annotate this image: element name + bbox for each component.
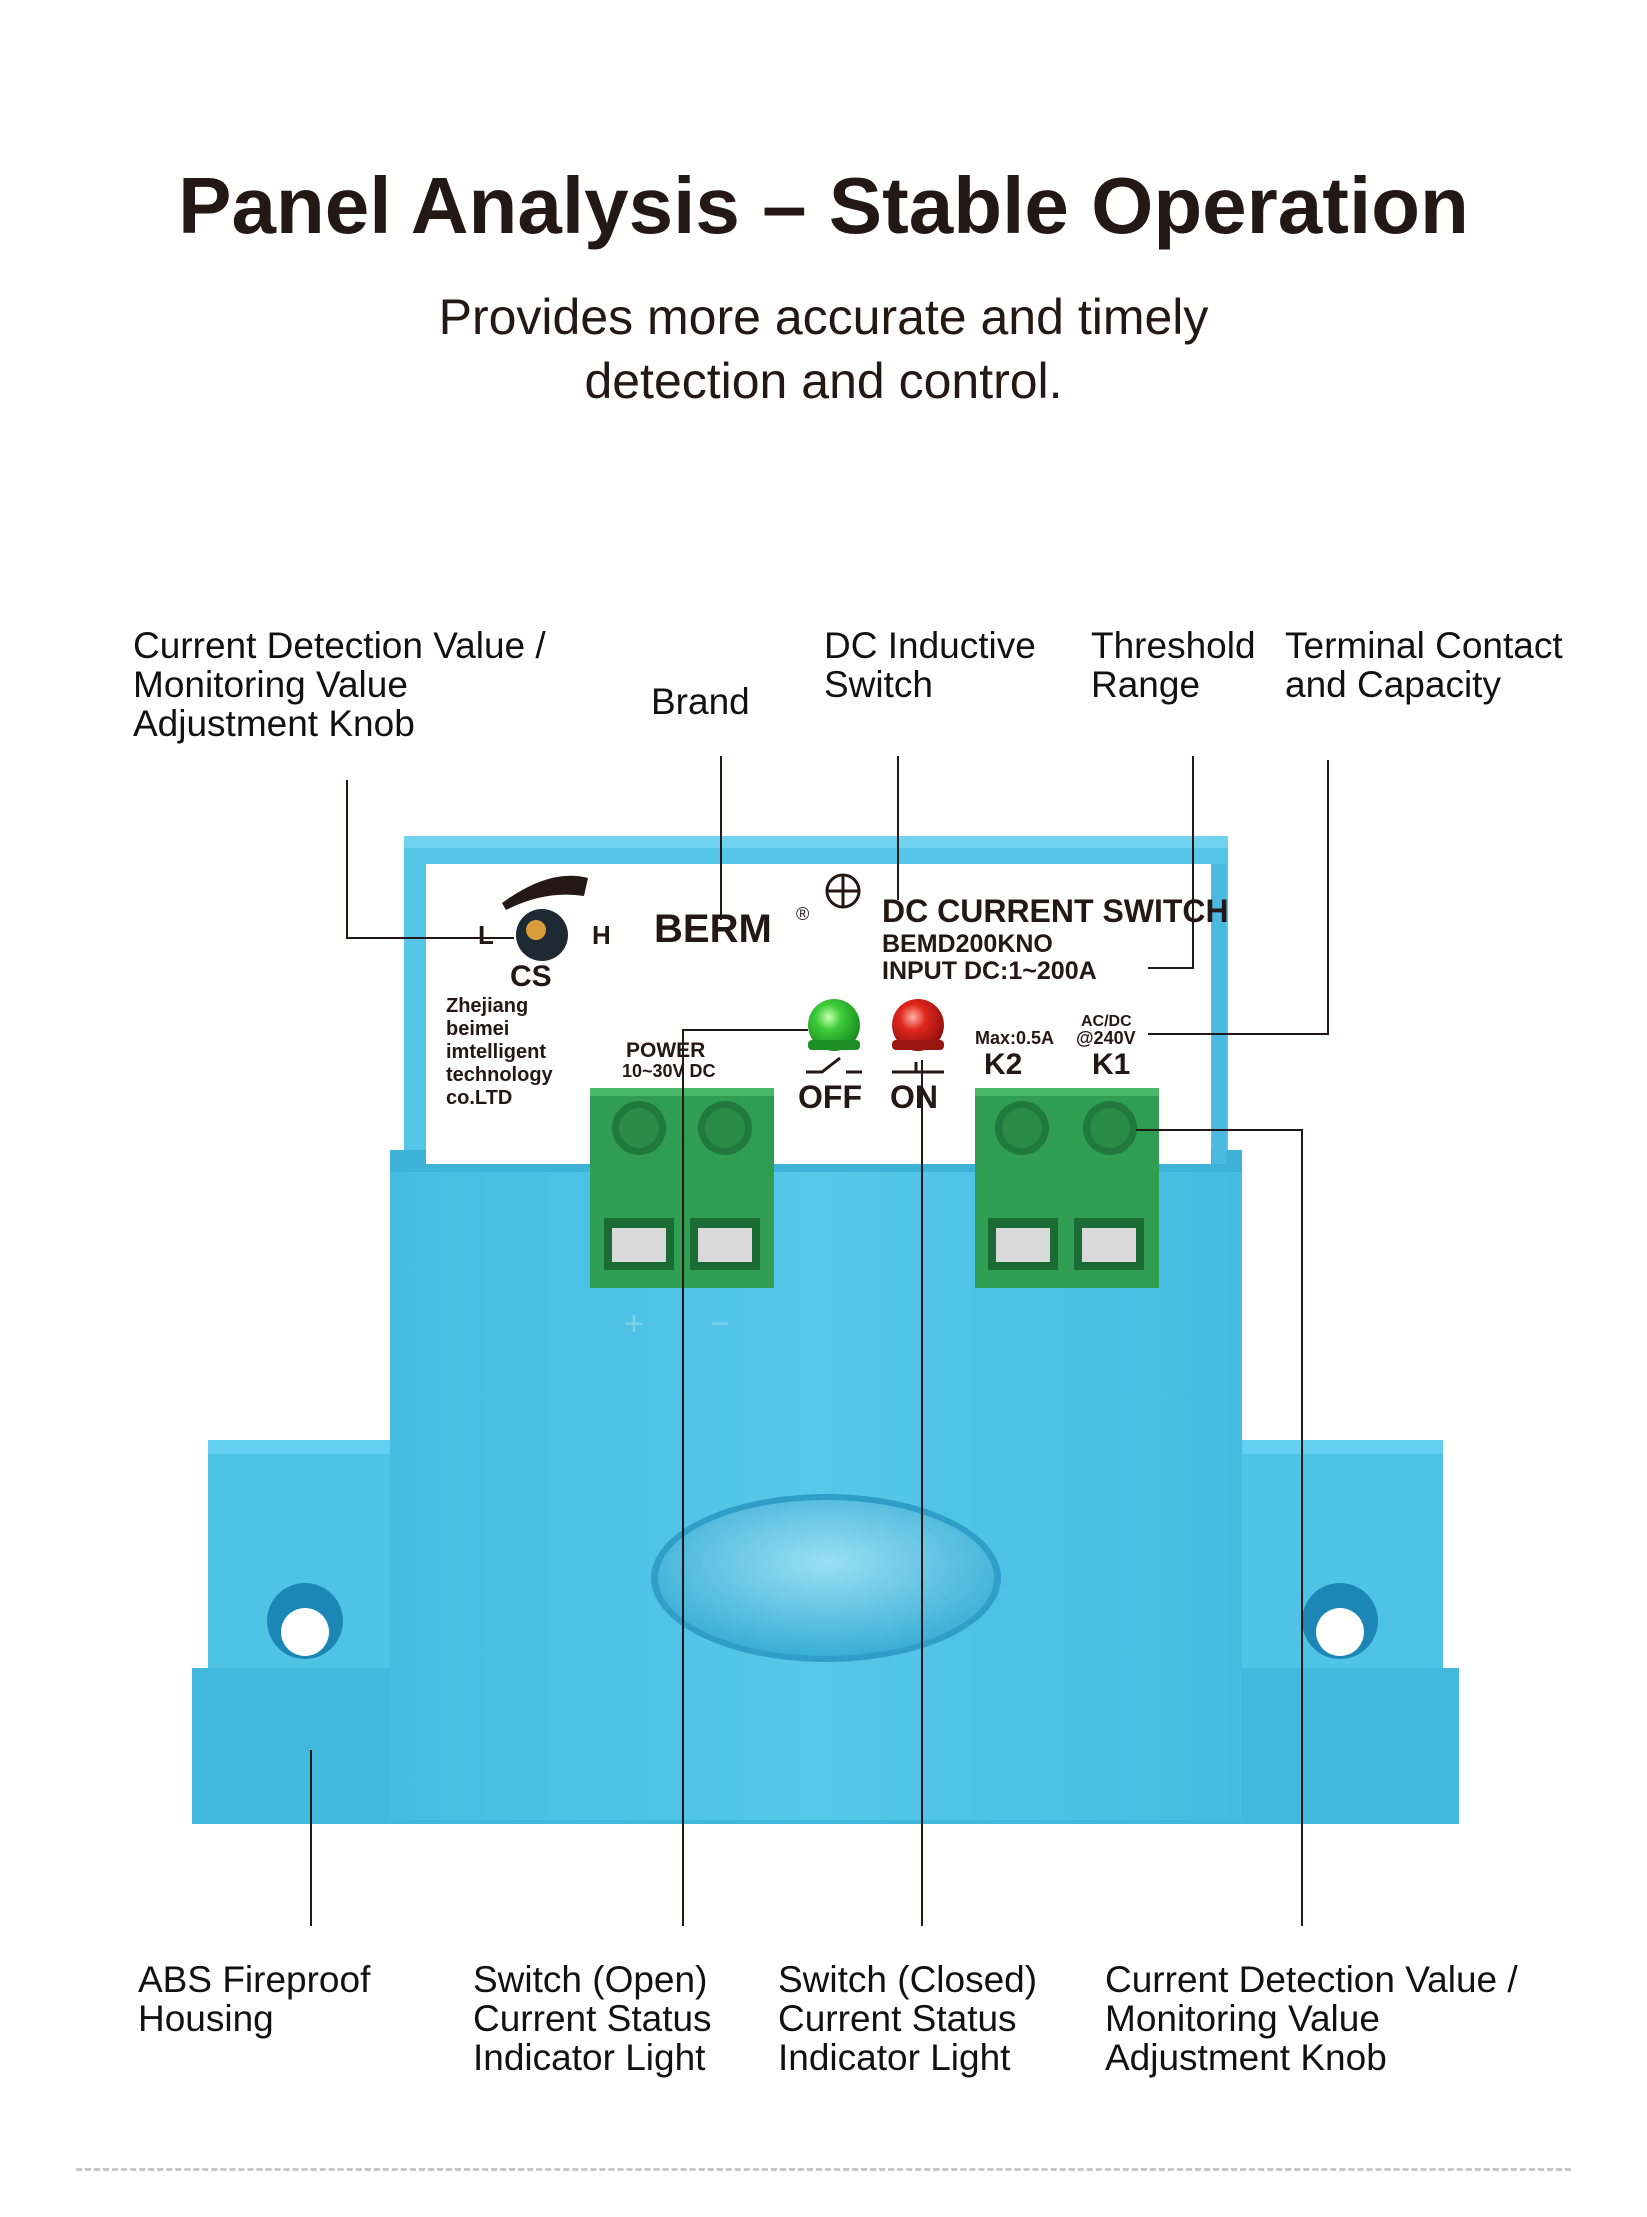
callout-open-light: Switch (Open) Current Status Indicator L… xyxy=(473,1959,712,2078)
footer-divider xyxy=(76,2168,1571,2171)
page-subtitle: Provides more accurate and timely detect… xyxy=(0,285,1647,413)
output-terminal-block[interactable] xyxy=(975,1088,1159,1288)
callout-threshold: Threshold Range xyxy=(1091,625,1256,705)
knob-low-label: L xyxy=(478,920,494,950)
led-red-icon xyxy=(892,999,944,1051)
k2-label: K2 xyxy=(984,1048,1022,1081)
k1-label: K1 xyxy=(1092,1048,1130,1081)
page-title: Panel Analysis – Stable Operation xyxy=(178,161,1469,250)
subtitle-line-2: detection and control. xyxy=(584,353,1063,409)
power-range: 10~30V DC xyxy=(622,1061,716,1081)
callout-terminal: Terminal Contact and Capacity xyxy=(1285,625,1563,705)
contact-voltage: @240V xyxy=(1076,1028,1136,1048)
subtitle-line-1: Provides more accurate and timely xyxy=(438,289,1209,345)
svg-text:Zhejiang: Zhejiang xyxy=(446,995,528,1017)
callout-knob-top: Current Detection Value / Monitoring Val… xyxy=(133,625,546,744)
svg-text:imtelligent: imtelligent xyxy=(446,1041,546,1063)
contact-max: Max:0.5A xyxy=(975,1028,1054,1048)
callout-switch-type: DC Inductive Switch xyxy=(824,625,1036,705)
switch-closed-symbol-icon xyxy=(892,1062,944,1074)
brand-logo: BERM xyxy=(654,907,772,951)
product-title: DC CURRENT SWITCH xyxy=(882,893,1229,929)
mount-hole-left-icon xyxy=(267,1583,343,1659)
product-input: INPUT DC:1~200A xyxy=(882,957,1097,985)
maker-info: Zhejiang beimei imtelligent technology c… xyxy=(446,995,554,1109)
product-model: BEMD200KNO xyxy=(882,930,1053,958)
on-label: ON xyxy=(890,1079,938,1115)
callout-brand: Brand xyxy=(651,681,750,722)
callout-closed-light: Switch (Closed) Current Status Indicator… xyxy=(778,1959,1038,2078)
polarity-plus: + xyxy=(624,1305,644,1343)
adjustment-knob-icon[interactable] xyxy=(502,875,588,961)
registered-mark: ® xyxy=(796,904,809,924)
svg-text:co.LTD: co.LTD xyxy=(446,1087,512,1109)
knob-name: CS xyxy=(510,960,552,993)
svg-text:beimei: beimei xyxy=(446,1018,509,1040)
callout-knob-bottom: Current Detection Value / Monitoring Val… xyxy=(1105,1959,1518,2078)
led-green-icon xyxy=(808,999,860,1051)
contact-type: AC/DC xyxy=(1081,1013,1132,1030)
mount-hole-right-icon xyxy=(1302,1583,1378,1659)
power-label: POWER xyxy=(626,1039,705,1062)
polarity-minus: − xyxy=(710,1305,730,1343)
conductor-hole xyxy=(651,1494,1001,1662)
off-label: OFF xyxy=(798,1079,862,1115)
knob-high-label: H xyxy=(592,920,611,950)
leader-lines xyxy=(310,756,1329,1926)
ground-symbol-icon xyxy=(825,873,861,909)
svg-text:technology: technology xyxy=(446,1064,554,1086)
callout-housing: ABS Fireproof Housing xyxy=(138,1959,371,2039)
switch-open-symbol-icon xyxy=(806,1056,862,1074)
